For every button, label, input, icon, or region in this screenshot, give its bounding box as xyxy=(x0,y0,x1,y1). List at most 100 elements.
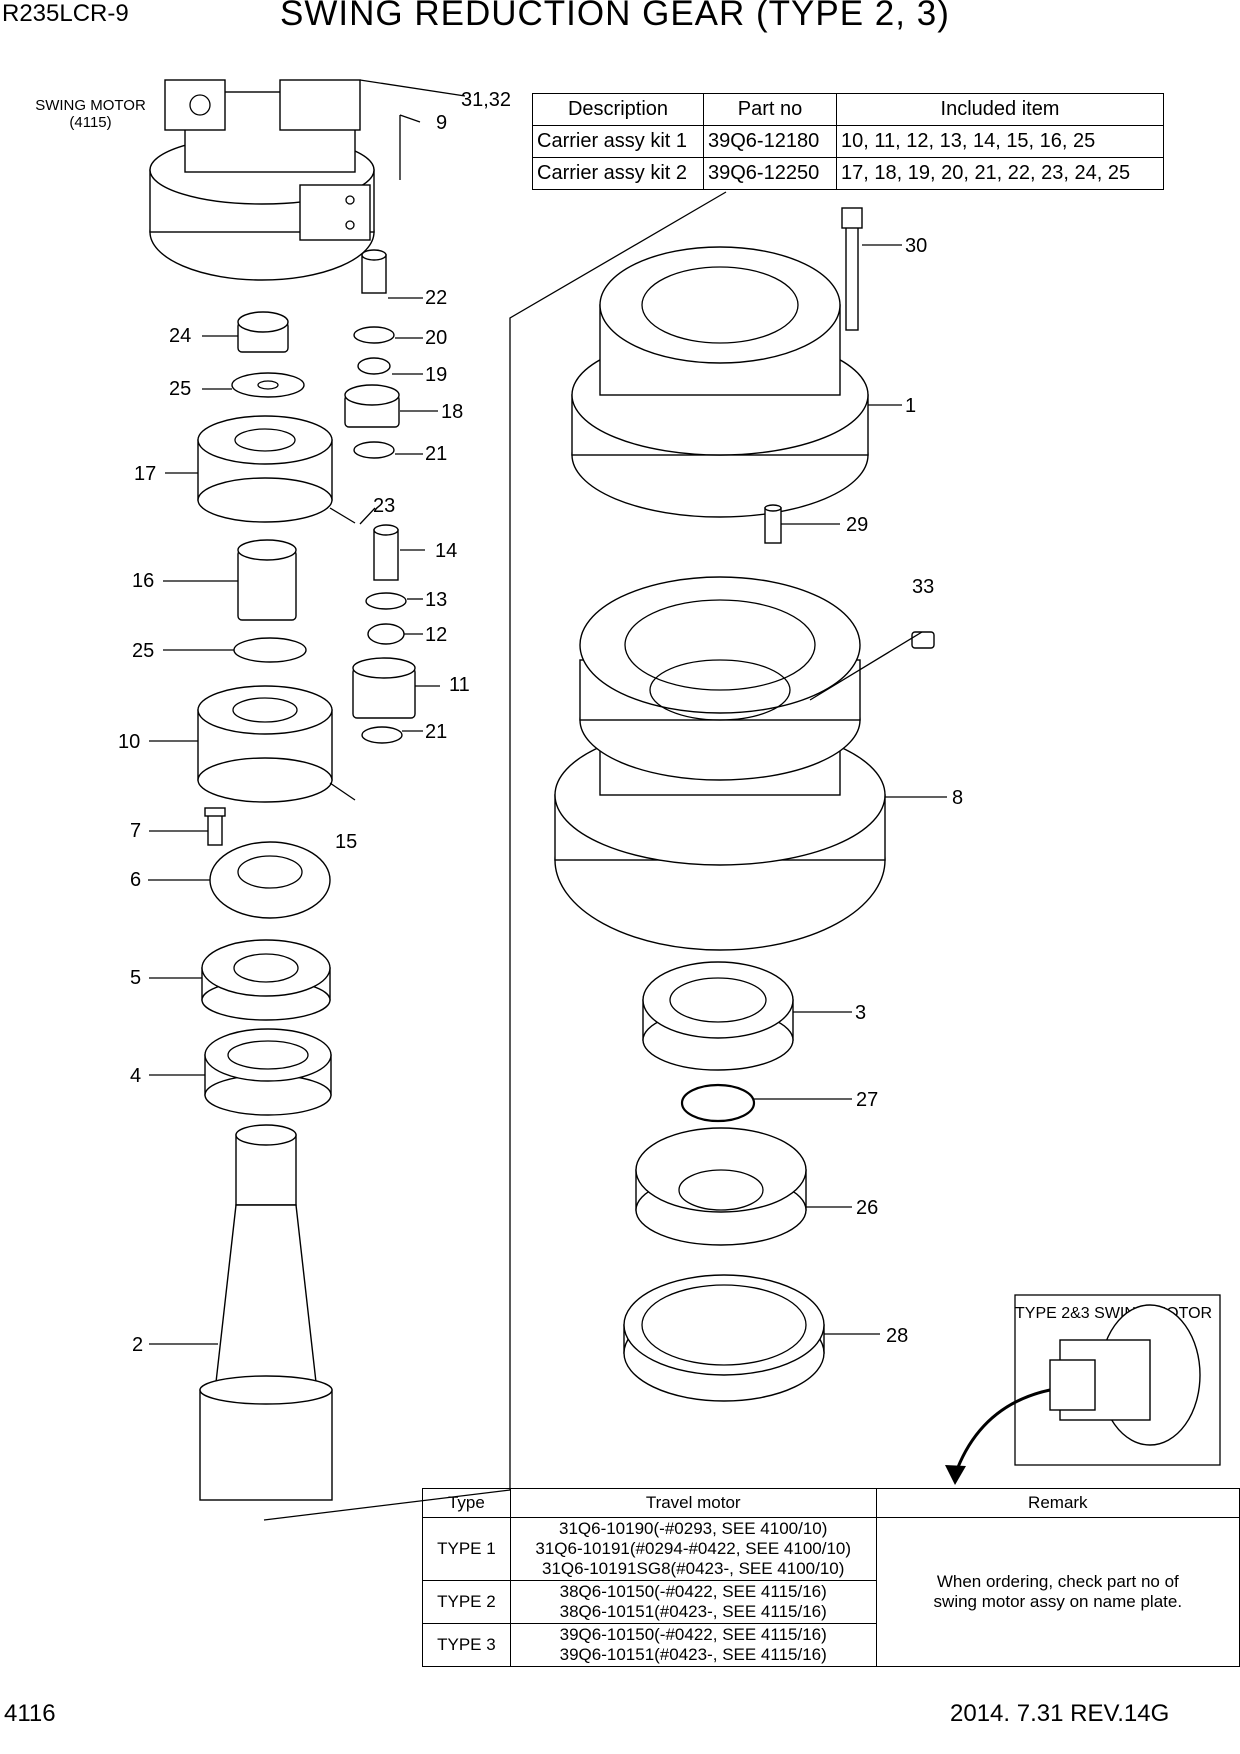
kit-row-part-no: 39Q6-12180 xyxy=(703,125,837,158)
type-row-type: TYPE 3 xyxy=(422,1623,511,1667)
callout-1: 1 xyxy=(905,395,917,417)
callout-2: 2 xyxy=(132,1334,144,1356)
pin-29 xyxy=(764,504,782,544)
callout-18: 18 xyxy=(441,401,464,423)
kit-table-row: Carrier assy kit 2 39Q6-12250 17, 18, 19… xyxy=(532,157,1164,190)
callout-21b: 21 xyxy=(425,721,448,743)
callout-11: 11 xyxy=(449,674,470,696)
callout-12: 12 xyxy=(425,624,448,646)
kit-table-header: Description Part no Included item xyxy=(532,93,1164,126)
swing-motor-label: SWING MOTOR (4115) xyxy=(18,97,163,131)
type-col-remark: Remark xyxy=(875,1488,1240,1518)
callout-25a: 25 xyxy=(169,378,192,400)
callout-25b: 25 xyxy=(132,640,155,662)
type-note-inset xyxy=(945,1294,1221,1485)
remark-line: swing motor assy on name plate. xyxy=(933,1592,1183,1611)
callout-28: 28 xyxy=(886,1325,909,1347)
callout-27: 27 xyxy=(856,1089,879,1111)
washer-13 xyxy=(365,592,407,610)
page-number: 4116 xyxy=(4,1700,56,1727)
type-table-row: TYPE 3 39Q6-10150(-#0422, SEE 4115/16) 3… xyxy=(422,1623,1240,1667)
cover-28 xyxy=(623,1274,825,1402)
carrier-17 xyxy=(197,415,333,523)
callout-5: 5 xyxy=(130,967,142,989)
type-row-motor: 31Q6-10190(-#0293, SEE 4100/10) 31Q6-101… xyxy=(509,1517,877,1581)
swing-motor-text: SWING MOTOR xyxy=(35,97,146,114)
motor-part-line: 38Q6-10150(-#0422, SEE 4115/16) xyxy=(559,1582,827,1601)
plug-33 xyxy=(911,631,935,649)
type-row-motor: 39Q6-10150(-#0422, SEE 4115/16) 39Q6-101… xyxy=(509,1623,877,1667)
type-row-type: TYPE 1 xyxy=(422,1517,511,1581)
type-row-motor: 38Q6-10150(-#0422, SEE 4115/16) 38Q6-101… xyxy=(509,1580,877,1624)
type-table-row: TYPE 1 31Q6-10190(-#0293, SEE 4100/10) 3… xyxy=(422,1517,1240,1667)
seal-26 xyxy=(635,1127,807,1246)
gear-24 xyxy=(237,311,289,353)
pin-14 xyxy=(373,524,399,581)
swing-motor-ref: (4115) xyxy=(69,114,112,131)
nut-5 xyxy=(201,939,331,1021)
kit-col-included: Included item xyxy=(836,93,1164,126)
model-code: R235LCR-9 xyxy=(2,0,129,27)
kit-row-description: Carrier assy kit 2 xyxy=(532,157,704,190)
motor-part-line: 38Q6-10151(#0423-, SEE 4115/16) xyxy=(559,1602,827,1621)
callout-24: 24 xyxy=(169,325,192,347)
gear-18 xyxy=(344,384,400,428)
kit-row-description: Carrier assy kit 1 xyxy=(532,125,704,158)
type-col-motor: Travel motor xyxy=(509,1488,877,1518)
swing-motor-drawing xyxy=(149,79,375,281)
callout-4: 4 xyxy=(130,1065,142,1087)
washer-21a xyxy=(353,441,395,459)
page-title: SWING REDUCTION GEAR (TYPE 2, 3) xyxy=(280,0,950,33)
bearing-19 xyxy=(357,357,391,375)
o-ring-27 xyxy=(680,1083,756,1123)
kit-col-description: Description xyxy=(532,93,704,126)
callout-9: 9 xyxy=(436,112,448,134)
washer-25b xyxy=(233,637,307,663)
kit-table-row: Carrier assy kit 1 39Q6-12180 10, 11, 12… xyxy=(532,125,1164,158)
kit-col-part-no: Part no xyxy=(703,93,837,126)
callout-3: 3 xyxy=(855,1002,867,1024)
callout-22: 22 xyxy=(425,287,448,309)
type-remark: When ordering, check part no of swing mo… xyxy=(875,1517,1240,1667)
callout-23: 23 xyxy=(373,495,396,517)
motor-part-line: 31Q6-10191(#0294-#0422, SEE 4100/10) xyxy=(535,1539,852,1558)
callout-19: 19 xyxy=(425,364,448,386)
motor-part-line: 31Q6-10191SG8(#0423-, SEE 4100/10) xyxy=(541,1559,845,1578)
callout-7: 7 xyxy=(130,820,142,842)
callout-6: 6 xyxy=(130,869,142,891)
callout-13: 13 xyxy=(425,589,448,611)
remark-line: When ordering, check part no of xyxy=(936,1572,1179,1591)
callout-16: 16 xyxy=(132,570,155,592)
plate-6 xyxy=(209,841,331,919)
callout-20: 20 xyxy=(425,327,448,349)
type-row-type: TYPE 2 xyxy=(422,1580,511,1624)
pinion-shaft-2 xyxy=(199,1124,333,1501)
motor-part-line: 39Q6-10150(-#0422, SEE 4115/16) xyxy=(559,1625,827,1644)
washer-21b xyxy=(361,726,403,744)
type-col-type: Type xyxy=(422,1488,511,1518)
callout-15: 15 xyxy=(335,831,358,853)
washer-20 xyxy=(353,326,395,344)
bearing-4 xyxy=(204,1028,332,1116)
callout-33: 33 xyxy=(912,576,935,598)
gear-11 xyxy=(352,657,416,719)
bearing-3 xyxy=(642,961,794,1071)
callout-14: 14 xyxy=(435,540,458,562)
callout-8: 8 xyxy=(952,787,964,809)
callout-31-32: 31,32 xyxy=(461,89,512,111)
carrier-10 xyxy=(197,685,333,803)
callout-10: 10 xyxy=(118,731,141,753)
callout-21a: 21 xyxy=(425,443,448,465)
kit-row-included: 17, 18, 19, 20, 21, 22, 23, 24, 25 xyxy=(836,157,1164,190)
bolt-30 xyxy=(841,207,863,331)
leader-lines xyxy=(148,79,947,1345)
kit-row-part-no: 39Q6-12250 xyxy=(703,157,837,190)
callout-30: 30 xyxy=(905,235,928,257)
motor-type-table: Type Travel motor Remark TYPE 1 31Q6-101… xyxy=(422,1488,1240,1667)
housing-8 xyxy=(554,576,886,951)
type-table-header: Type Travel motor Remark xyxy=(422,1488,1240,1518)
washer-25a xyxy=(231,372,305,398)
pin-22 xyxy=(361,249,387,294)
ring-gear-1 xyxy=(571,246,869,518)
